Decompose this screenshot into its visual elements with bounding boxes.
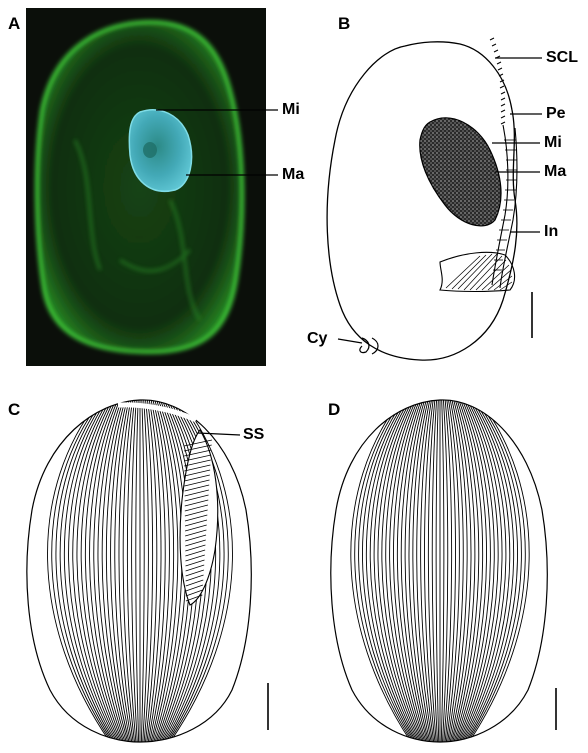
panel-d-drawing xyxy=(0,0,588,753)
